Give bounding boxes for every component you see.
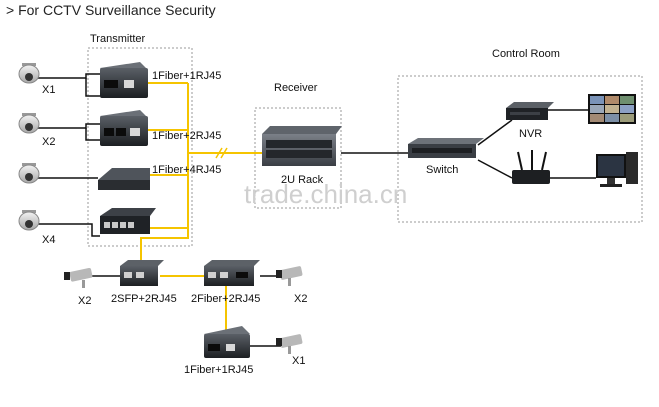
switch-label: Switch [426, 164, 458, 176]
fiber-converter-2fiber-icon [204, 260, 260, 286]
receiver-label: Receiver [274, 82, 318, 94]
monitor-wall-icon [588, 94, 636, 124]
device-label: 2Fiber+2RJ45 [191, 293, 260, 305]
fiber-switch-4port-icon [100, 208, 156, 234]
camera-count-label: X2 [42, 136, 55, 148]
transmitter-label: Transmitter [90, 33, 146, 45]
camera-count-label: X2 [78, 295, 91, 307]
fiber-links [140, 82, 262, 330]
pc-workstation-icon [596, 152, 638, 187]
receiver-box [254, 107, 342, 209]
dome-camera-icon [18, 63, 40, 84]
control-room-box [397, 75, 643, 223]
camera-count-label: X1 [292, 355, 305, 367]
fiber-break-marks [215, 147, 228, 159]
device-label: 2SFP+2RJ45 [111, 293, 177, 305]
dome-camera-icon [18, 163, 40, 184]
fiber-converter-1f4rj-icon [98, 168, 150, 190]
rack-chassis-icon [262, 126, 342, 166]
nvr-icon [506, 102, 554, 120]
device-label: 1Fiber+2RJ45 [152, 130, 221, 142]
fiber-converter-2sfp-icon [120, 260, 164, 286]
fiber-converter-1f1rj-icon [100, 62, 148, 98]
ethernet-links [36, 73, 596, 347]
fiber-converter-1f1rj-icon [204, 326, 250, 358]
rack-label: 2U Rack [281, 174, 324, 186]
wireless-router-icon [512, 150, 550, 184]
camera-count-label: X4 [42, 234, 55, 246]
device-label: 1Fiber+4RJ45 [152, 164, 221, 176]
device-label: 1Fiber+1RJ45 [152, 70, 221, 82]
bullet-camera-icon [276, 334, 303, 354]
bullet-camera-icon [276, 266, 303, 286]
device-label: 1Fiber+1RJ45 [184, 364, 253, 376]
fiber-converter-1f2rj-icon [100, 110, 148, 146]
camera-count-label: X1 [42, 84, 55, 96]
bullet-camera-icon [64, 267, 93, 288]
nvr-label: NVR [519, 128, 542, 140]
control-room-label: Control Room [492, 48, 560, 60]
dome-camera-icon [18, 113, 40, 134]
network-switch-icon [408, 138, 484, 158]
watermark-text: trade.china.cn [244, 179, 407, 209]
dome-camera-icon [18, 210, 40, 231]
page-title: > For CCTV Surveillance Security [6, 2, 216, 18]
camera-count-label: X2 [294, 293, 307, 305]
